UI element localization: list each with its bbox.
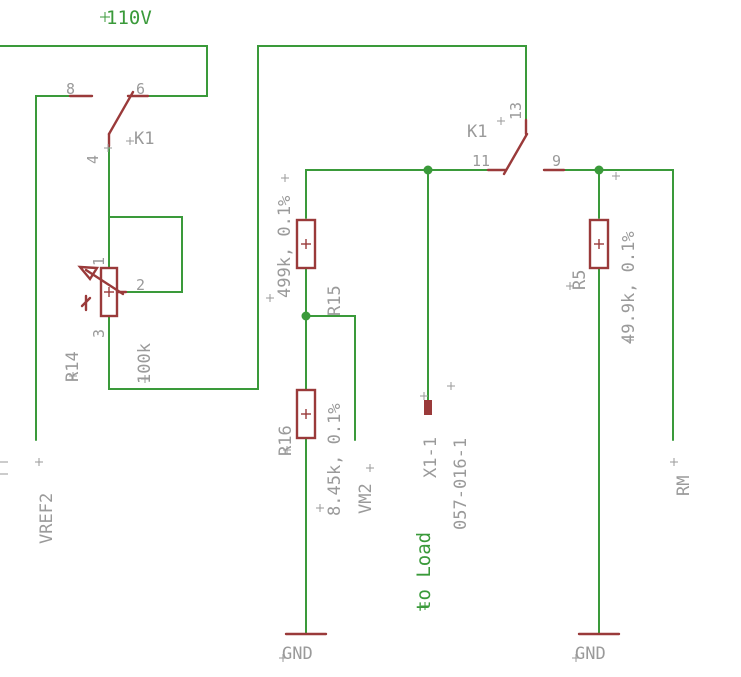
junction-node-a: [423, 165, 433, 175]
r16-name: R16: [276, 425, 296, 456]
resistor-r15: [295, 218, 317, 270]
r16-value: 8.45k, 0.1%: [325, 403, 345, 516]
relay-k1-label-right: K1: [467, 122, 487, 142]
wires: [0, 45, 674, 634]
trimpot-r14: [77, 265, 128, 318]
wire-vm2: [305, 315, 356, 441]
offpage-label-fragment: [0, 461, 8, 475]
wire-k1-11-node: [305, 169, 505, 219]
k1-pin-6: 6: [136, 80, 145, 98]
net-gnd-right: GND: [575, 644, 606, 664]
connector-x1-1-part: 057-016-1: [451, 438, 471, 530]
r5-name: R5: [570, 270, 590, 290]
connector-x1-1: [424, 400, 432, 415]
relay-k1-contact-left: [68, 90, 150, 148]
relay-k1-label-left: K1: [134, 129, 154, 149]
relay-k1-contact-right: [486, 118, 566, 176]
resistor-r16: [295, 388, 317, 440]
k1-pin-8: 8: [66, 80, 75, 98]
r14-pin-2: 2: [136, 276, 145, 294]
r5-value: 49.9k, 0.1%: [619, 231, 639, 344]
k1-pin-11: 11: [472, 152, 490, 170]
net-to-load: to Load: [413, 532, 435, 612]
trimpot-r14-value: 100k: [135, 343, 155, 384]
r14-pin-1: 1: [90, 257, 108, 266]
net-gnd-left: GND: [282, 644, 313, 664]
junction-node-c: [301, 311, 311, 321]
net-rm: RM: [674, 476, 694, 496]
r15-value: 499k, 0.1%: [275, 196, 295, 298]
k1-pin-13: 13: [507, 102, 525, 120]
k1-pin-9: 9: [552, 152, 561, 170]
r15-name: R15: [325, 285, 345, 316]
resistor-r5: [588, 218, 610, 270]
k1-pin-4: 4: [84, 155, 102, 164]
net-vref2: VREF2: [37, 493, 57, 544]
wire-k1-9-node: [543, 169, 674, 441]
connector-x1-1-name: X1-1: [421, 437, 441, 478]
origin-crosses: [35, 144, 678, 662]
wire-r14-to-k1-13: [108, 45, 527, 390]
net-110v: 110V: [106, 7, 152, 29]
trimpot-r14-name: R14: [63, 351, 83, 382]
wire-r14-loop: [108, 216, 183, 293]
net-vm2: VM2: [356, 483, 376, 514]
junction-node-b: [594, 165, 604, 175]
wire-110v: [0, 45, 208, 97]
r14-pin-3: 3: [90, 329, 108, 338]
